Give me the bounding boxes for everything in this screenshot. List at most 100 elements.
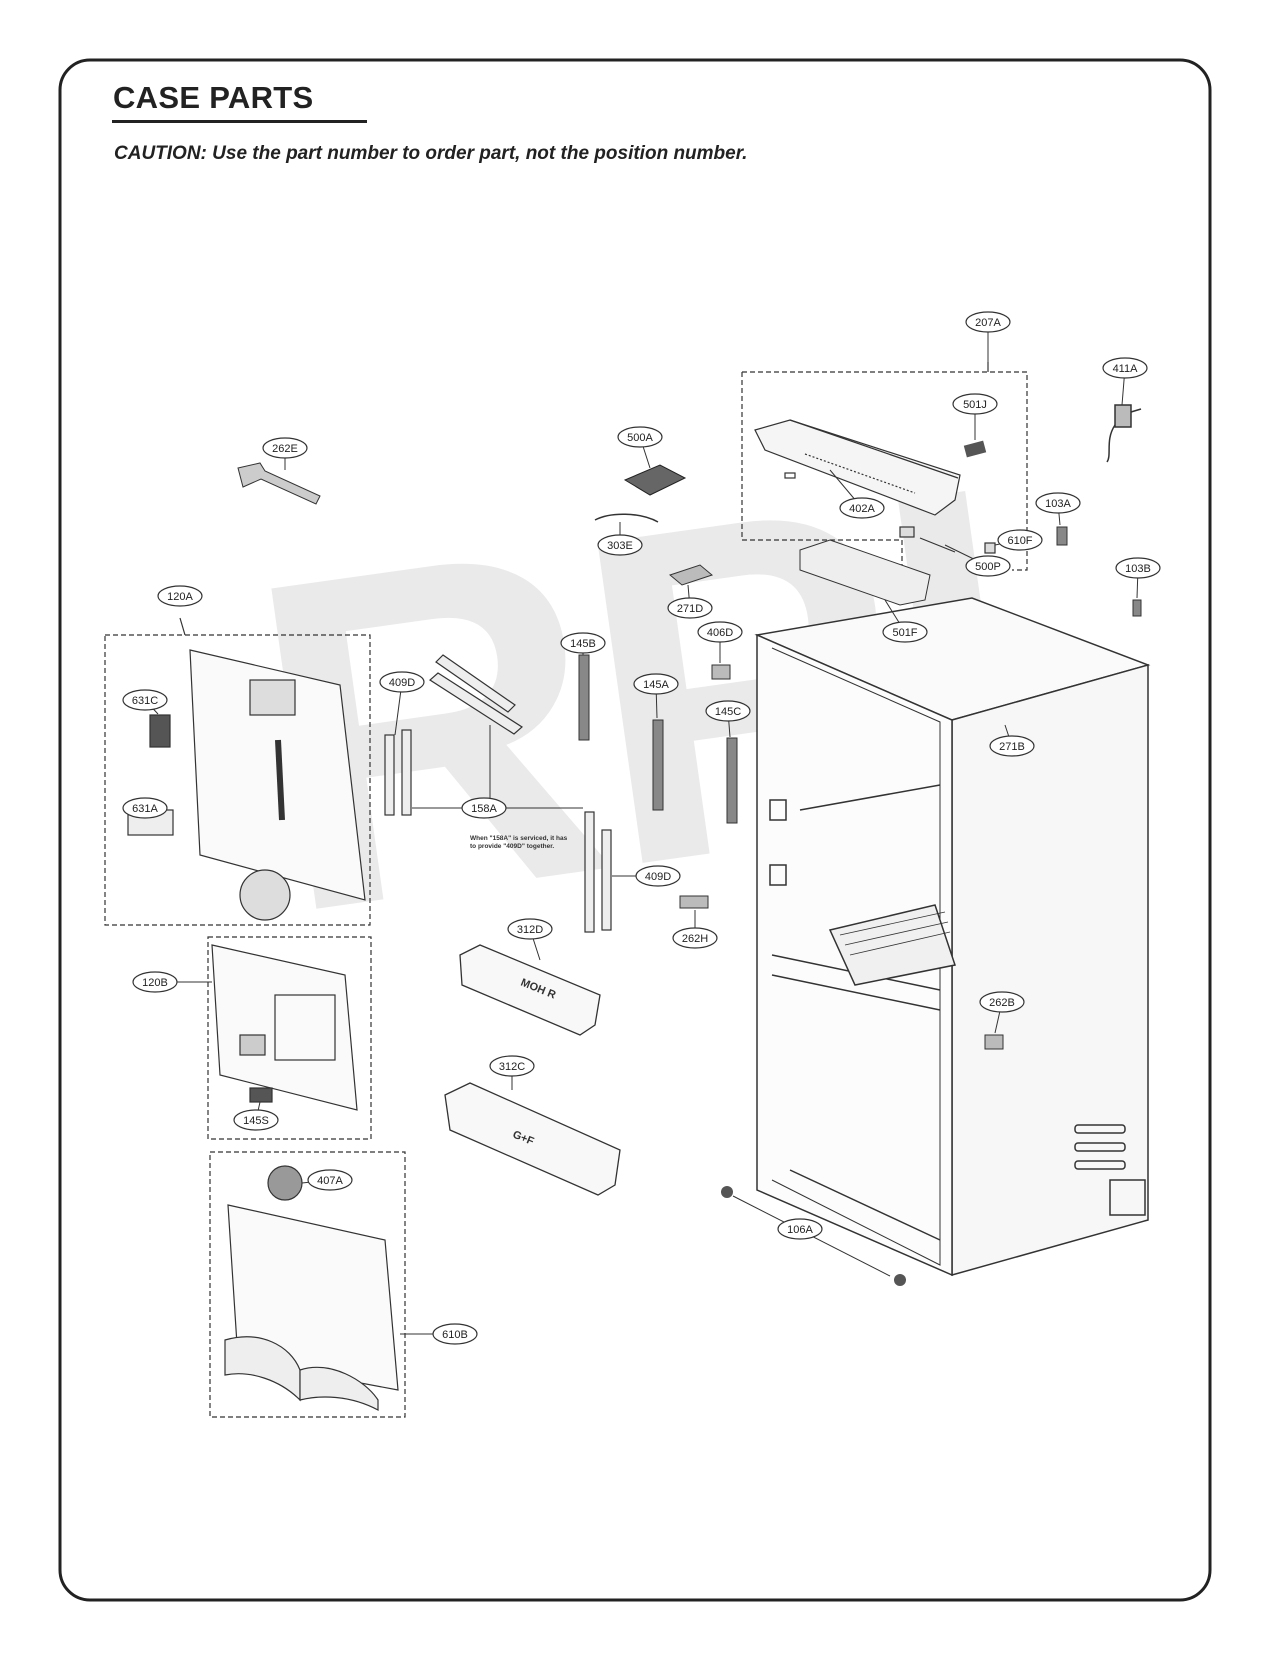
callout-ellipse — [705, 700, 751, 722]
callout-ellipse — [432, 1323, 478, 1345]
callout-ellipse — [667, 597, 713, 619]
callout-ellipse — [233, 1109, 279, 1131]
callout-ellipse — [617, 426, 663, 448]
callout-label-p271D: 271D — [677, 603, 703, 615]
callout-p120A: 120A — [157, 585, 203, 607]
callout-ellipse — [965, 555, 1011, 577]
callout-p145A: 145A — [633, 673, 679, 695]
callout-label-p407A: 407A — [317, 1175, 343, 1187]
callout-p312D: 312D — [507, 918, 553, 940]
callout-label-p500A: 500A — [627, 432, 653, 444]
door-bin-312C — [444, 1082, 621, 1196]
callout-p409D_top: 409D — [379, 671, 425, 693]
title-underline — [112, 120, 367, 123]
callout-ellipse — [507, 918, 553, 940]
callout-label-p271B: 271B — [999, 741, 1025, 753]
callout-p409D_bottom: 409D — [635, 865, 681, 887]
callout-ellipse — [882, 621, 928, 643]
callout-ellipse — [132, 971, 178, 993]
callout-ellipse — [157, 585, 203, 607]
callout-p303E: 303E — [597, 534, 643, 556]
page-title: CASE PARTS — [113, 80, 314, 115]
callout-ellipse — [1102, 357, 1148, 379]
callout-p500P: 500P — [965, 555, 1011, 577]
cabinet-body — [754, 597, 1151, 1277]
strips-409D-158A — [384, 654, 612, 933]
callout-p145B: 145B — [560, 632, 606, 654]
assembly-120A — [104, 617, 371, 926]
callout-label-p500P: 500P — [975, 561, 1001, 573]
callout-label-p120B: 120B — [142, 977, 168, 989]
callout-p407A: 407A — [307, 1169, 353, 1191]
part-262B-shape — [984, 1034, 1004, 1050]
callout-p631C: 631C — [122, 689, 168, 711]
callout-ellipse — [379, 671, 425, 693]
callout-label-p501F: 501F — [892, 627, 917, 639]
callout-label-p120A: 120A — [167, 591, 193, 603]
callout-p103A: 103A — [1035, 492, 1081, 514]
door-bin-312D — [459, 944, 601, 1036]
callout-label-p402A: 402A — [849, 503, 875, 515]
part-103B-shape — [1132, 599, 1142, 617]
callout-p207A: 207A — [965, 311, 1011, 333]
callout-ellipse — [635, 865, 681, 887]
callout-ellipse — [1035, 492, 1081, 514]
callout-p145S: 145S — [233, 1109, 279, 1131]
callout-label-p610F: 610F — [1007, 535, 1032, 547]
callout-ellipse — [122, 797, 168, 819]
callout-p501F: 501F — [882, 621, 928, 643]
part-106A-foot-left — [721, 1186, 733, 1198]
callout-p271D: 271D — [667, 597, 713, 619]
assembly-note: When "158A" is serviced, it has to provi… — [470, 835, 568, 850]
callout-label-p262B: 262B — [989, 997, 1015, 1009]
callout-label-p409D_top: 409D — [389, 677, 415, 689]
caution-note: CAUTION: Use the part number to order pa… — [114, 143, 748, 164]
page-frame — [58, 58, 1212, 1602]
callout-p262H: 262H — [672, 927, 718, 949]
callout-p271B: 271B — [989, 735, 1035, 757]
callout-ellipse — [597, 534, 643, 556]
callout-label-p312C: 312C — [499, 1061, 525, 1073]
callout-label-p610B: 610B — [442, 1329, 468, 1341]
callout-p402A: 402A — [839, 497, 885, 519]
callout-label-p103B: 103B — [1125, 563, 1151, 575]
callout-p120B: 120B — [132, 971, 178, 993]
callout-ellipse — [122, 689, 168, 711]
callout-p262E: 262E — [262, 437, 308, 459]
callout-ellipse — [633, 673, 679, 695]
assembly-610B — [209, 1151, 406, 1418]
callout-label-p103A: 103A — [1045, 498, 1071, 510]
callout-ellipse — [672, 927, 718, 949]
callout-p158A: 158A — [461, 797, 507, 819]
callout-label-p262E: 262E — [272, 443, 298, 455]
callout-ellipse — [965, 311, 1011, 333]
callout-label-p262H: 262H — [682, 933, 708, 945]
callout-label-p145A: 145A — [643, 679, 669, 691]
callout-p411A: 411A — [1102, 357, 1148, 379]
callout-label-p409D_bottom: 409D — [645, 871, 671, 883]
callout-ellipse — [307, 1169, 353, 1191]
callout-p500A: 500A — [617, 426, 663, 448]
part-411A-shape — [1106, 404, 1142, 463]
callout-ellipse — [461, 797, 507, 819]
callout-p631A: 631A — [122, 797, 168, 819]
callout-ellipse — [489, 1055, 535, 1077]
callout-p103B: 103B — [1115, 557, 1161, 579]
callout-ellipse — [560, 632, 606, 654]
part-262H-shape — [679, 895, 709, 909]
callout-p106A: 106A — [777, 1218, 823, 1240]
callout-ellipse — [989, 735, 1035, 757]
callout-p145C: 145C — [705, 700, 751, 722]
callout-p406D: 406D — [697, 621, 743, 643]
callout-p501J: 501J — [952, 393, 998, 415]
callout-ellipse — [777, 1218, 823, 1240]
callout-ellipse — [979, 991, 1025, 1013]
assembly-120B — [207, 936, 372, 1140]
callout-label-p145C: 145C — [715, 706, 741, 718]
part-501F-shape — [799, 539, 931, 606]
pcb-cover-assembly — [741, 362, 1028, 571]
callout-p262B: 262B — [979, 991, 1025, 1013]
part-501J-shape — [963, 440, 987, 458]
